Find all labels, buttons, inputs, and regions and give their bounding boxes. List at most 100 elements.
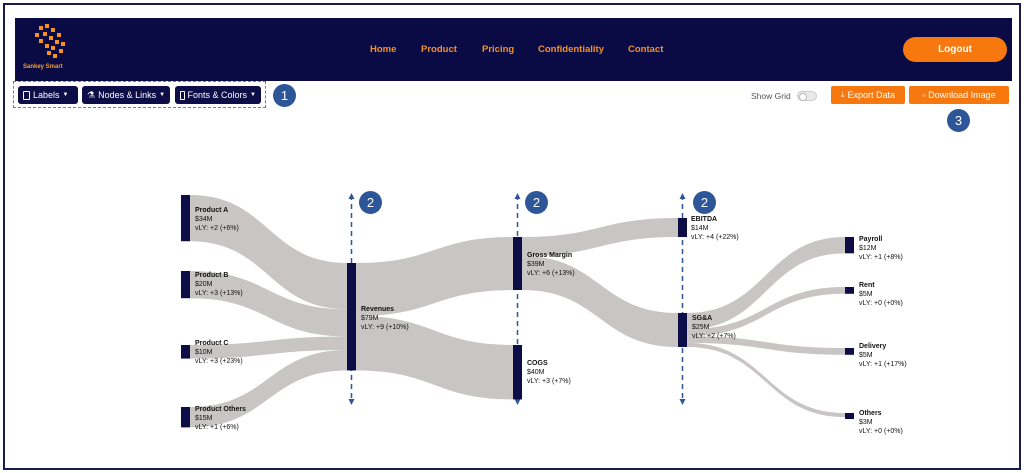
callout-marker-2a: 2 — [359, 191, 382, 214]
link-product_others-to-revenues[interactable] — [190, 350, 347, 428]
node-ebitda-value-label: $14M — [691, 225, 709, 232]
brand-name: Sankey Smart — [23, 64, 63, 70]
node-others-name-label: Others — [859, 410, 882, 417]
node-rent-vly-label: vLY: +0 (+0%) — [859, 300, 903, 307]
download-image-button[interactable]: ▫ Download Image — [909, 86, 1009, 104]
logout-button[interactable]: Logout — [903, 37, 1007, 62]
node-sga[interactable] — [678, 313, 687, 347]
link-sga-to-rent[interactable] — [687, 287, 845, 337]
node-others-value-label: $3M — [859, 419, 873, 426]
link-gross_margin-to-sga[interactable] — [522, 256, 678, 347]
arrow-up-icon — [348, 193, 355, 199]
node-payroll-vly-label: vLY: +1 (+8%) — [859, 254, 903, 261]
caret-down-icon: ▼ — [250, 92, 256, 98]
node-ebitda-vly-label: vLY: +4 (+22%) — [691, 234, 739, 241]
node-product_c-name-label: Product C — [195, 340, 228, 347]
node-rent[interactable] — [845, 287, 854, 294]
callout-marker-1: 1 — [273, 84, 296, 107]
node-product_others-name-label: Product Others — [195, 406, 246, 413]
link-gross_margin-to-ebitda[interactable] — [522, 218, 678, 257]
node-gross_margin[interactable] — [513, 237, 522, 291]
node-product_a-name-label: Product A — [195, 207, 228, 214]
nav-link-home[interactable]: Home — [370, 44, 397, 55]
arrow-down-icon — [679, 399, 686, 405]
screenshot-frame: Sankey Smart Home Product Pricing Confid… — [3, 3, 1021, 470]
node-sga-value-label: $25M — [692, 324, 710, 331]
node-product_others[interactable] — [181, 407, 190, 428]
node-revenues-vly-label: vLY: +9 (+10%) — [361, 324, 409, 331]
node-delivery-vly-label: vLY: +1 (+17%) — [859, 361, 907, 368]
nodes-links-dropdown[interactable]: ⚗ Nodes & Links ▼ — [82, 86, 170, 104]
document-icon — [180, 90, 185, 100]
node-rent-value-label: $5M — [859, 291, 873, 298]
node-product_a-value-label: $34M — [195, 216, 213, 223]
link-product_a-to-revenues[interactable] — [190, 195, 347, 310]
node-others[interactable] — [845, 413, 854, 419]
node-revenues-name-label: Revenues — [361, 306, 394, 313]
node-payroll[interactable] — [845, 237, 854, 254]
node-product_b-name-label: Product B — [195, 272, 228, 279]
link-sga-to-payroll[interactable] — [687, 237, 845, 330]
link-product_b-to-revenues[interactable] — [190, 271, 347, 337]
node-ebitda[interactable] — [678, 218, 687, 238]
arrow-up-icon — [514, 193, 521, 199]
node-revenues[interactable] — [347, 263, 356, 371]
node-cogs-name-label: COGS — [527, 360, 548, 367]
link-sga-to-others[interactable] — [687, 342, 845, 418]
node-product_b[interactable] — [181, 271, 190, 299]
node-product_c-value-label: $10M — [195, 349, 213, 356]
export-data-button[interactable]: ⤓ Export Data — [831, 86, 905, 104]
image-icon: ▫ — [922, 90, 926, 100]
node-sga-name-label: SG&A — [692, 315, 712, 322]
callout-marker-2b: 2 — [525, 191, 548, 214]
node-payroll-value-label: $12M — [859, 245, 877, 252]
node-product_others-vly-label: vLY: +1 (+6%) — [195, 424, 239, 431]
nav-link-contact[interactable]: Contact — [628, 44, 664, 55]
node-product_c[interactable] — [181, 345, 190, 359]
export-data-label: Export Data — [847, 90, 896, 100]
node-others-vly-label: vLY: +0 (+0%) — [859, 428, 903, 435]
nav-link-product[interactable]: Product — [421, 44, 457, 55]
node-delivery-name-label: Delivery — [859, 343, 886, 350]
callout-marker-2c: 2 — [693, 191, 716, 214]
node-product_others-value-label: $15M — [195, 415, 213, 422]
link-revenues-to-gross_margin[interactable] — [356, 237, 513, 317]
node-delivery-value-label: $5M — [859, 352, 873, 359]
nav-link-confidentiality[interactable]: Confidentiality — [538, 44, 604, 55]
node-cogs-value-label: $40M — [527, 369, 545, 376]
flask-icon: ⚗ — [87, 89, 96, 100]
brand-logo[interactable]: Sankey Smart — [23, 24, 83, 76]
show-grid-label: Show Grid — [751, 91, 791, 101]
node-gross_margin-name-label: Gross Margin — [527, 252, 572, 259]
link-sga-to-delivery[interactable] — [687, 336, 845, 355]
logo-mark-icon — [35, 24, 65, 58]
node-gross_margin-vly-label: vLY: +6 (+13%) — [527, 270, 575, 277]
node-product_a[interactable] — [181, 195, 190, 242]
node-payroll-name-label: Payroll — [859, 236, 882, 243]
toolbar-dropdown-group: Labels ▼ ⚗ Nodes & Links ▼ Fonts & Color… — [13, 81, 266, 108]
nav-link-pricing[interactable]: Pricing — [482, 44, 515, 55]
node-revenues-value-label: $79M — [361, 315, 379, 322]
show-grid-toggle[interactable] — [796, 91, 817, 101]
link-revenues-to-cogs[interactable] — [356, 316, 513, 400]
show-grid-control: Show Grid — [751, 91, 817, 101]
labels-dropdown[interactable]: Labels ▼ — [18, 86, 78, 104]
node-cogs-vly-label: vLY: +3 (+7%) — [527, 378, 571, 385]
download-icon: ⤓ — [840, 90, 845, 99]
caret-down-icon: ▼ — [62, 92, 69, 98]
node-sga-vly-label: vLY: +2 (+7%) — [692, 333, 736, 340]
download-image-label: Download Image — [928, 90, 996, 100]
node-delivery[interactable] — [845, 348, 854, 355]
node-product_a-vly-label: vLY: +2 (+6%) — [195, 225, 239, 232]
arrow-down-icon — [514, 399, 521, 405]
node-ebitda-name-label: EBITDA — [691, 216, 717, 223]
fonts-colors-dropdown[interactable]: Fonts & Colors ▼ — [175, 86, 261, 104]
top-navbar: Sankey Smart Home Product Pricing Confid… — [15, 18, 1012, 81]
node-cogs[interactable] — [513, 345, 522, 400]
link-product_c-to-revenues[interactable] — [190, 336, 347, 359]
arrow-down-icon — [348, 399, 355, 405]
document-icon — [23, 90, 30, 100]
labels-dropdown-label: Labels — [33, 90, 60, 100]
node-product_b-value-label: $20M — [195, 281, 213, 288]
node-product_c-vly-label: vLY: +3 (+23%) — [195, 358, 243, 365]
